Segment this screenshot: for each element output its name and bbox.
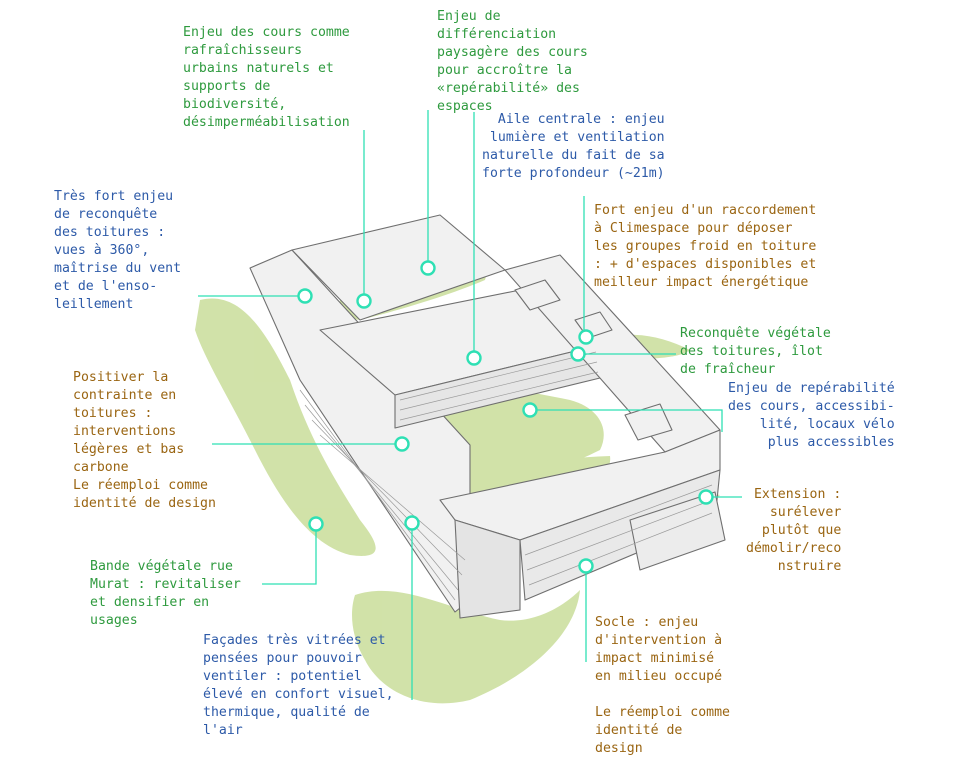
marker-cours [356, 293, 372, 309]
marker-extension [698, 489, 714, 505]
annotation-aile: Aile centrale : enjeu lumière et ventila… [482, 112, 665, 181]
leader-reperabilite [530, 409, 723, 432]
marker-climespace [578, 329, 594, 345]
facade-hatching [299, 351, 713, 601]
annotation-murat: Bande végétale rue Murat : revitaliser e… [90, 559, 241, 628]
building-outline [249, 214, 726, 619]
annotation-climespace: Fort enjeu d'un raccordement à Climespac… [594, 203, 817, 290]
marker-differenciation [420, 260, 436, 276]
leader-murat [262, 524, 317, 585]
annotation-positiver: Positiver la contrainte en toitures : in… [73, 370, 216, 511]
marker-facades [404, 515, 420, 531]
annotation-facades: Façades très vitrées et pensées pour pou… [203, 633, 394, 738]
annotation-reemploi: Le réemploi comme identité de design [595, 705, 730, 756]
marker-murat [308, 516, 324, 532]
annotation-vegetale: Reconquête végétale des toitures, îlot d… [680, 326, 831, 377]
annotation-reperabilite: Enjeu de repérabilité des cours, accessi… [728, 381, 895, 450]
markers [297, 260, 714, 574]
marker-socle [578, 558, 594, 574]
marker-toitures [297, 288, 313, 304]
annotation-differenciation: Enjeu de différenciation paysagère des c… [437, 9, 588, 114]
annotation-cours: Enjeu des cours comme rafraîchisseurs ur… [183, 25, 350, 130]
annotation-toitures: Très fort enjeu de reconquête des toitur… [54, 189, 182, 312]
leader-lines [198, 110, 742, 700]
marker-vegetale [570, 346, 586, 362]
marker-positiver [394, 436, 410, 452]
annotation-socle: Socle : enjeu d'intervention à impact mi… [595, 615, 723, 684]
marker-aile [466, 350, 482, 366]
annotation-extension: Extension : surélever plutôt que démolir… [746, 487, 842, 574]
marker-reperabilite [522, 402, 538, 418]
